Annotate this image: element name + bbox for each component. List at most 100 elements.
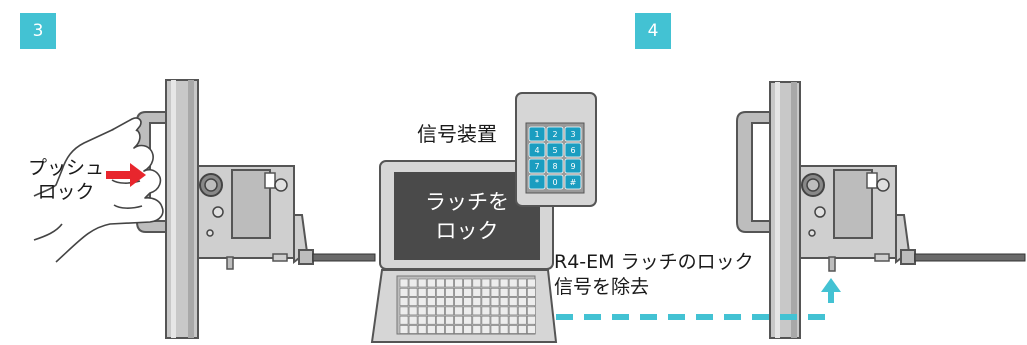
laptop-key [426, 278, 436, 288]
laptop-key [481, 297, 491, 306]
laptop-keyboard [399, 278, 536, 334]
laptop-key [436, 325, 445, 334]
laptop-key [417, 315, 427, 325]
laptop-key [490, 315, 500, 325]
laptop-key [463, 297, 473, 306]
laptop-key [463, 287, 473, 297]
push-lock-line2: ロック [37, 181, 95, 203]
laptop-key [454, 306, 463, 316]
laptop-key [472, 306, 482, 316]
laptop-key [445, 278, 454, 288]
laptop-key [436, 297, 445, 306]
laptop-key [527, 287, 536, 297]
laptop-key [417, 325, 427, 334]
laptop-key [517, 278, 527, 288]
keypad-key-label: * [535, 178, 539, 187]
laptop-key [399, 306, 409, 316]
laptop-key [508, 297, 518, 306]
laptop-key [408, 278, 418, 288]
keypad-key-label: 5 [552, 146, 557, 155]
laptop-key [445, 287, 454, 297]
remove-signal-label: R4-EM ラッチのロック 信号を除去 [554, 250, 754, 300]
laptop-key [472, 278, 482, 288]
laptop-key [499, 278, 509, 288]
keypad-key-label: 9 [570, 162, 575, 171]
laptop-key [445, 306, 454, 316]
laptop-key [508, 278, 518, 288]
laptop-key [399, 325, 409, 334]
laptop-key [481, 315, 491, 325]
keypad-key [528, 126, 546, 142]
laptop-key [445, 297, 454, 306]
screen-line1: ラッチを [425, 190, 509, 214]
keypad-key [528, 158, 546, 174]
keypad-key-label: 2 [552, 130, 557, 139]
push-lock-line1: プッシュ [28, 157, 105, 179]
keypad-key-label: 1 [534, 130, 539, 139]
laptop-key [417, 278, 427, 288]
laptop-key [417, 297, 427, 306]
laptop-key [527, 315, 536, 325]
laptop-key [408, 306, 418, 316]
laptop-key [445, 325, 454, 334]
laptop-key [463, 306, 473, 316]
screen-line2: ロック [435, 219, 499, 243]
keypad-key [564, 174, 582, 190]
laptop-key [436, 287, 445, 297]
laptop-key [472, 315, 482, 325]
laptop-key [463, 315, 473, 325]
laptop-key [490, 325, 500, 334]
remove-line1: R4-EM ラッチのロック [554, 251, 754, 273]
laptop-key [472, 297, 482, 306]
laptop-key [499, 287, 509, 297]
laptop-key [436, 315, 445, 325]
laptop-key [499, 315, 509, 325]
step-4-badge: 4 [635, 13, 671, 49]
laptop-key [426, 287, 436, 297]
laptop-key [436, 306, 445, 316]
laptop-key [426, 325, 436, 334]
laptop-key [499, 297, 509, 306]
laptop-key [408, 297, 418, 306]
laptop-key [426, 306, 436, 316]
laptop-key [472, 287, 482, 297]
laptop-key [426, 297, 436, 306]
laptop-key [463, 325, 473, 334]
laptop-key [417, 306, 427, 316]
keypad-key-label: 7 [534, 162, 539, 171]
keypad-key [564, 158, 582, 174]
laptop-key [417, 287, 427, 297]
keypad-key-label: 8 [552, 162, 557, 171]
laptop-key [408, 325, 418, 334]
laptop-key [481, 306, 491, 316]
laptop-key [490, 297, 500, 306]
laptop-key [408, 287, 418, 297]
laptop-key [426, 315, 436, 325]
laptop-screen-text: ラッチを ロック [394, 188, 540, 246]
laptop-key [445, 315, 454, 325]
laptop-key [527, 278, 536, 288]
laptop-key [490, 306, 500, 316]
laptop-key [408, 315, 418, 325]
keypad-key [564, 142, 582, 158]
keypad-key-label: 6 [570, 146, 575, 155]
red-arrow-icon [106, 163, 146, 187]
signal-device-label: 信号装置 [417, 122, 497, 146]
keypad-key [546, 126, 564, 142]
laptop-key [508, 287, 518, 297]
laptop-key [527, 297, 536, 306]
laptop-key [481, 287, 491, 297]
keypad-key [528, 142, 546, 158]
push-lock-label: プッシュ ロック [28, 156, 104, 204]
laptop-key [527, 325, 536, 334]
step-3-badge: 3 [20, 13, 56, 49]
keypad-key [564, 126, 582, 142]
laptop-key [517, 315, 527, 325]
laptop-key [463, 278, 473, 288]
laptop-key [399, 278, 409, 288]
keypad-key-label: 3 [570, 130, 575, 139]
laptop-key [454, 297, 463, 306]
keypad-key [528, 174, 546, 190]
laptop-key [454, 278, 463, 288]
